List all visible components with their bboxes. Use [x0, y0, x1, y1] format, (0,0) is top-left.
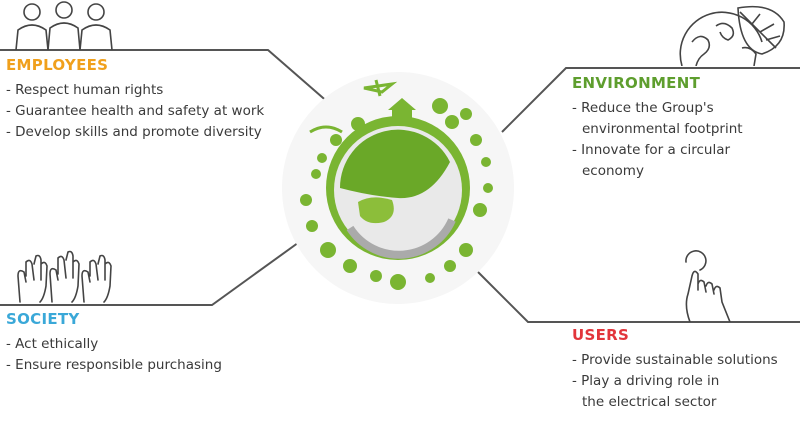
list-item: - Ensure responsible purchasing [6, 357, 222, 373]
raised-hands-icon [17, 250, 112, 303]
society-list: - Act ethically - Ensure responsible pur… [6, 334, 222, 376]
list-item: - Play a driving role in [572, 373, 720, 389]
environment-connector [501, 67, 800, 133]
environment-heading: ENVIRONMENT [572, 74, 701, 92]
continents [339, 129, 450, 199]
society-connector [0, 239, 303, 306]
list-item: - Develop skills and promote diversity [6, 124, 262, 140]
australia-shape [358, 197, 394, 224]
list-item: - Innovate for a circular [572, 142, 731, 158]
list-item: - Reduce the Group's [572, 100, 714, 116]
people-group-icon [15, 1, 113, 50]
users-connector [477, 271, 800, 323]
list-item: - Guarantee health and safety at work [6, 103, 265, 119]
list-item: economy [582, 163, 644, 179]
globe-leaf-icon [679, 5, 785, 66]
employees-connector [0, 49, 331, 105]
users-list: - Provide sustainable solutions - Play a… [572, 350, 778, 413]
society-section: SOCIETY - Act ethically - Ensure respons… [6, 310, 222, 376]
environment-list: - Reduce the Group's environmental footp… [572, 98, 743, 182]
employees-section: EMPLOYEES - Respect human rights - Guara… [6, 56, 264, 143]
list-item: - Act ethically [6, 336, 99, 352]
employees-heading: EMPLOYEES [6, 56, 109, 74]
users-heading: USERS [572, 326, 630, 344]
earth-globe-illustration [282, 72, 514, 304]
environment-section: ENVIRONMENT - Reduce the Group's environ… [572, 74, 743, 182]
list-item: the electrical sector [582, 394, 717, 410]
employees-list: - Respect human rights - Guarantee healt… [6, 80, 264, 143]
users-section: USERS - Provide sustainable solutions - … [572, 326, 778, 413]
list-item: - Provide sustainable solutions [572, 352, 778, 368]
list-item: environmental footprint [582, 121, 743, 137]
list-item: - Respect human rights [6, 82, 164, 98]
society-heading: SOCIETY [6, 310, 80, 328]
touch-hand-icon [685, 250, 731, 322]
